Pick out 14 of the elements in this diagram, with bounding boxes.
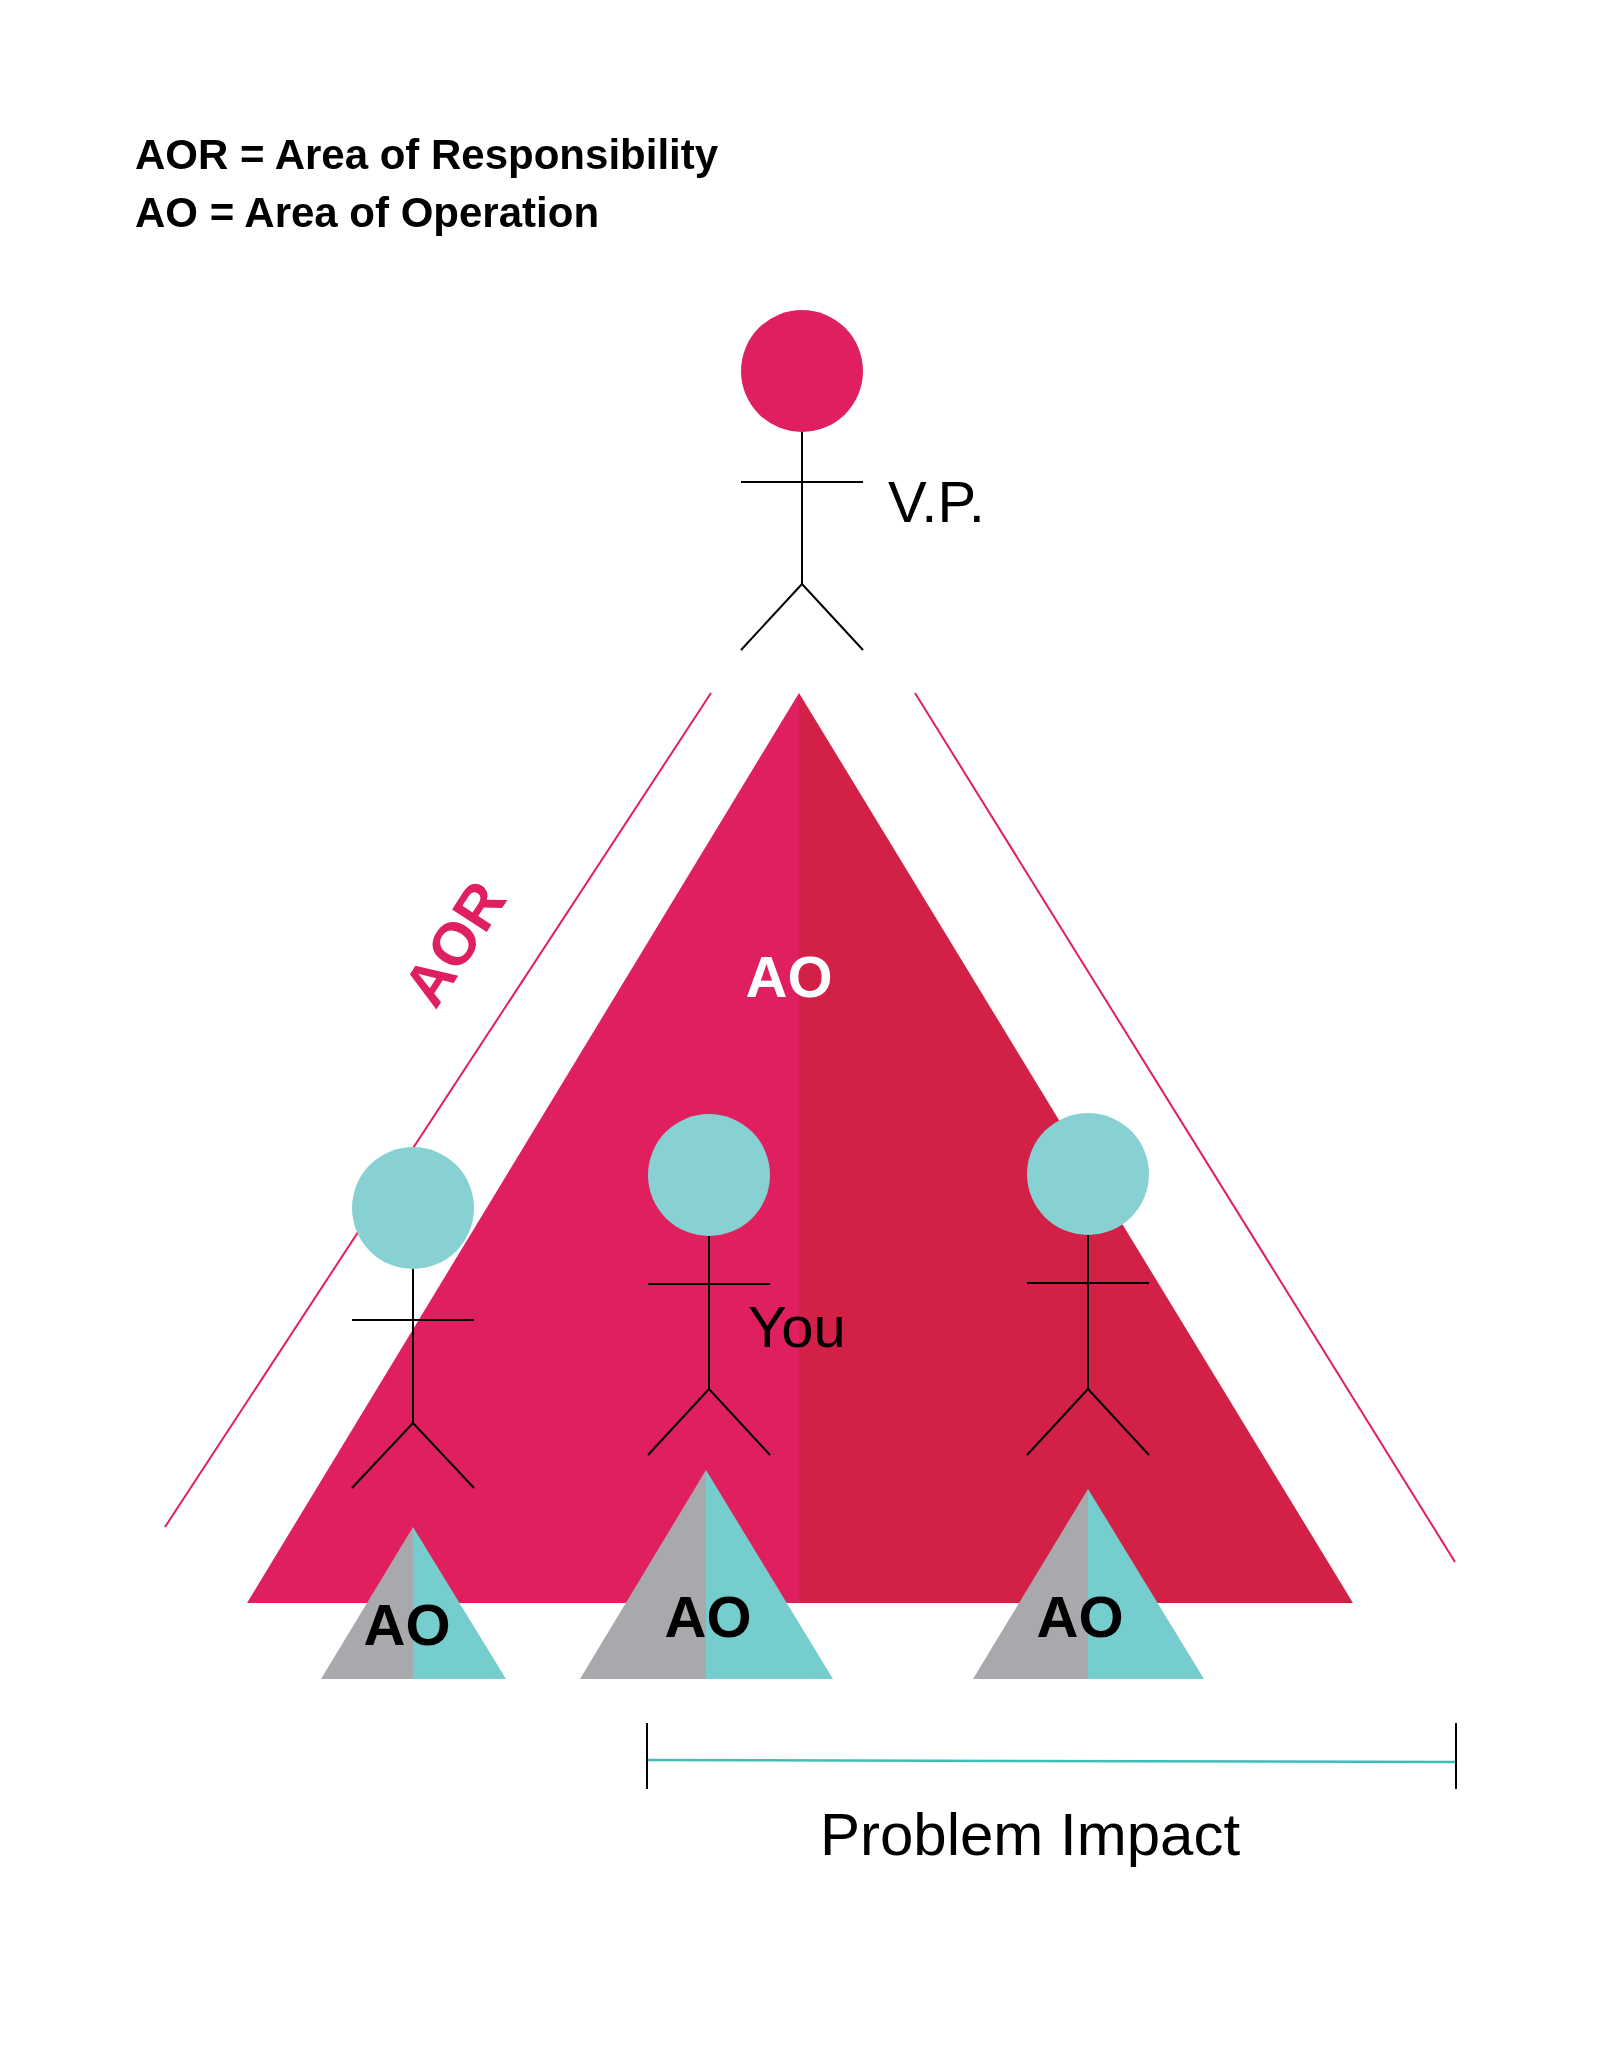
person-label: You bbox=[748, 1298, 846, 1356]
area-label: AO bbox=[664, 1588, 752, 1646]
legend-text: AOR = Area of Responsibility bbox=[135, 134, 719, 176]
triangle-area bbox=[973, 1489, 1204, 1679]
triangle-area bbox=[321, 1527, 506, 1679]
dimension-label: Problem Impact bbox=[819, 1805, 1241, 1865]
stick-figure bbox=[352, 1147, 474, 1488]
triangle-area bbox=[580, 1470, 833, 1679]
legend-text: AO = Area of Operation bbox=[135, 192, 600, 234]
stick-figure bbox=[741, 310, 863, 650]
area-label: AO bbox=[745, 948, 833, 1006]
person-label: V.P. bbox=[888, 473, 985, 531]
area-label: AO bbox=[1036, 1588, 1124, 1646]
area-label: AO bbox=[363, 1596, 451, 1654]
